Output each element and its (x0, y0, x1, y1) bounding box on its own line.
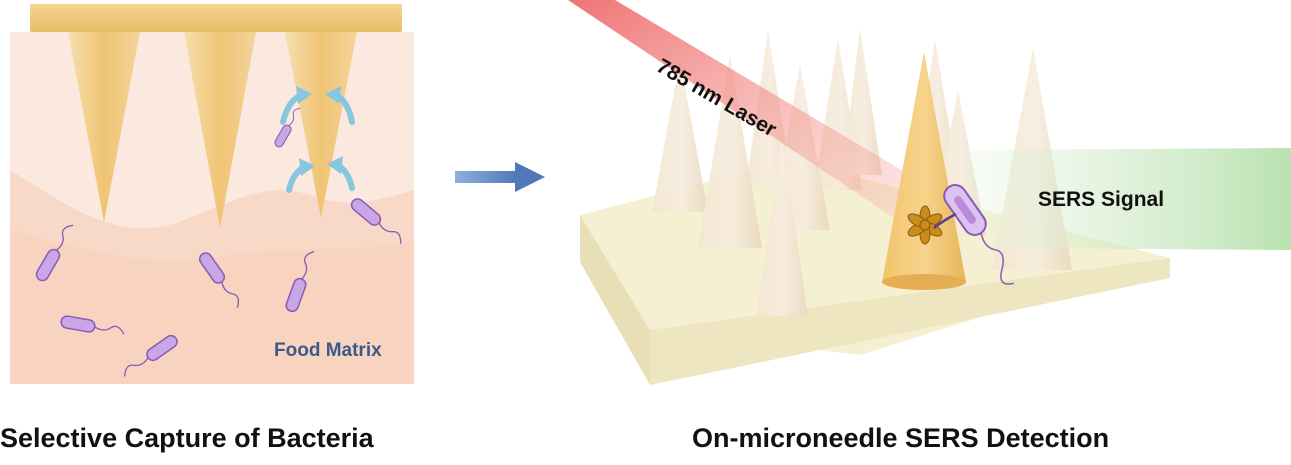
capture-microneedle (882, 52, 966, 282)
right-arrow-icon (455, 162, 545, 192)
caption-sers-detection: On-microneedle SERS Detection (692, 423, 1110, 453)
sers-signal-label: SERS Signal (1038, 188, 1164, 211)
substrate-front-face (650, 258, 1170, 385)
microneedle-2 (184, 32, 256, 228)
rod-bacterium-icon (60, 315, 125, 335)
caption-selective-capture: Selective Capture of Bacteria (0, 423, 374, 453)
capture-microneedle-base (882, 274, 966, 290)
rod-bacterium-icon (285, 250, 315, 313)
sers-signal-beam (958, 148, 1291, 250)
right-panel: 785 nm Laser SERS Signal (568, 0, 1291, 385)
rod-bacterium-icon (943, 184, 1015, 285)
gold-nanoflower-icon (907, 205, 943, 245)
antibody-linker (933, 212, 957, 229)
curved-arrow-heads (296, 86, 343, 176)
food-matrix-label: Food Matrix (274, 340, 382, 361)
microneedle-3 (285, 32, 357, 218)
rod-bacterium-icon (274, 107, 301, 148)
bacteria-group (35, 107, 402, 377)
microneedle-backing (30, 4, 402, 32)
food-matrix-deep (10, 230, 414, 384)
microneedle-1 (68, 32, 140, 222)
rod-bacterium-icon (123, 334, 178, 377)
rod-bacterium-icon (35, 224, 74, 282)
rod-bacterium-icon (350, 198, 402, 244)
substrate-left-face (580, 215, 650, 385)
laser-beam (568, 0, 935, 222)
left-panel: Food Matrix (10, 4, 414, 384)
rod-bacterium-icon (198, 252, 240, 308)
